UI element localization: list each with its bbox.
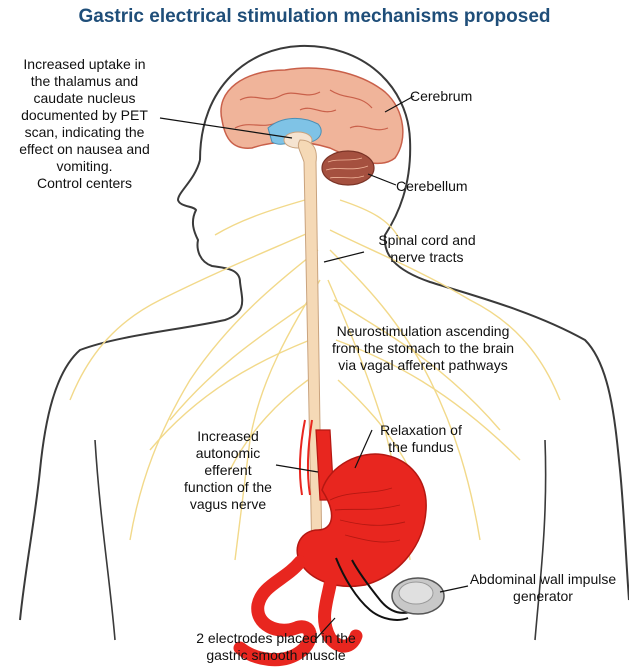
label-relaxation-fundus: Relaxation of the fundus [370,422,472,456]
label-neurostimulation: Neurostimulation ascending from the stom… [316,323,530,374]
label-thalamus: Increased uptake in the thalamus and cau… [2,56,167,192]
label-autonomic-efferent: Increased autonomic efferent function of… [176,428,280,513]
impulse-generator-face [399,582,433,604]
arm-outline-right [535,440,546,640]
label-spinal-cord: Spinal cord and nerve tracts [362,232,492,266]
arm-outline-left [95,440,115,640]
label-cerebrum: Cerebrum [410,88,500,105]
label-cerebellum: Cerebellum [396,178,496,195]
label-impulse-generator: Abdominal wall impulse generator [462,571,624,605]
cerebellum-shape [322,151,374,185]
diagram-title: Gastric electrical stimulation mechanism… [0,6,629,28]
label-electrodes: 2 electrodes placed in the gastric smoot… [176,630,376,664]
